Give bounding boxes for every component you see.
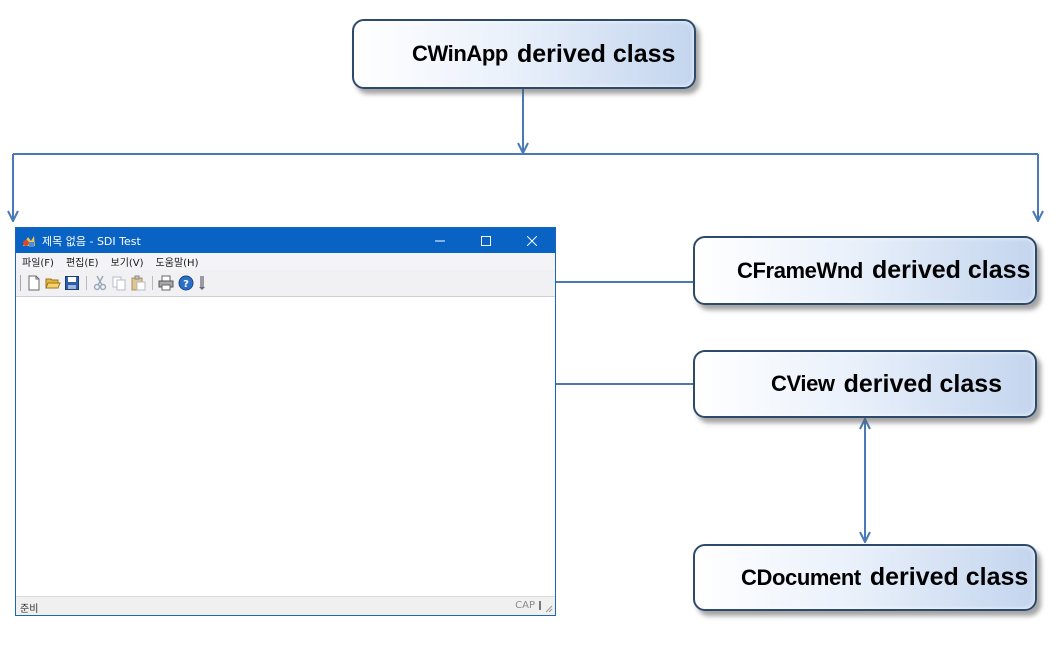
context-help-pointer-icon[interactable] — [197, 275, 207, 291]
class-name: CWinApp — [412, 41, 508, 66]
copy-icon[interactable] — [111, 275, 127, 291]
toolbar-separator — [152, 276, 153, 290]
print-icon[interactable] — [158, 275, 174, 291]
resize-grip-icon[interactable] — [543, 603, 553, 613]
menu-file[interactable]: 파일(F) — [22, 258, 54, 269]
toolbar: ? — [16, 270, 555, 297]
class-suffix: derived class — [516, 39, 676, 68]
mfc-app-icon — [23, 235, 35, 247]
cview-class-box: CView derived class — [693, 350, 1037, 418]
save-disk-icon[interactable] — [64, 275, 80, 291]
status-ready-text: 준비 — [20, 604, 39, 615]
menu-view[interactable]: 보기(V) — [110, 258, 144, 269]
status-cap-indicator: CAP — [515, 600, 535, 611]
sdi-window: 제목 없음 - SDI Test 파일(F) 편집(E) 보기(V) 도움말(H… — [15, 227, 556, 616]
cdocument-class-box: CDocument derived class — [693, 544, 1037, 611]
close-icon — [527, 235, 537, 246]
minimize-icon — [435, 240, 445, 241]
cwinapp-class-box: CWinApp derived class — [352, 19, 696, 89]
toolbar-separator — [86, 276, 87, 290]
status-indicator-bar — [539, 601, 541, 610]
toolbar-grip[interactable] — [20, 275, 21, 291]
menu-edit[interactable]: 편집(E) — [65, 258, 99, 269]
class-name: CDocument — [741, 564, 861, 590]
window-titlebar[interactable]: 제목 없음 - SDI Test — [16, 228, 555, 253]
new-file-icon[interactable] — [26, 275, 42, 291]
svg-text:?: ? — [183, 279, 189, 290]
class-suffix: derived class — [869, 563, 1029, 591]
class-suffix: derived class — [843, 369, 1003, 398]
class-name: CFrameWnd — [737, 257, 863, 283]
view-client-area[interactable] — [16, 297, 555, 597]
open-folder-icon[interactable] — [45, 275, 61, 291]
class-name: CView — [771, 371, 835, 396]
menu-bar: 파일(F) 편집(E) 보기(V) 도움말(H) — [16, 253, 555, 270]
cframewnd-class-box: CFrameWnd derived class — [693, 236, 1037, 305]
maximize-button[interactable] — [463, 228, 509, 253]
class-suffix: derived class — [871, 256, 1031, 284]
window-title: 제목 없음 - SDI Test — [42, 234, 141, 248]
status-bar: 준비 CAP — [16, 596, 555, 615]
paste-icon[interactable] — [130, 275, 146, 291]
close-button[interactable] — [509, 228, 555, 253]
cut-scissors-icon[interactable] — [92, 275, 108, 291]
minimize-button[interactable] — [417, 228, 463, 253]
help-icon[interactable]: ? — [178, 275, 194, 291]
window-controls — [417, 228, 555, 253]
menu-help[interactable]: 도움말(H) — [155, 258, 199, 269]
maximize-icon — [481, 235, 491, 246]
